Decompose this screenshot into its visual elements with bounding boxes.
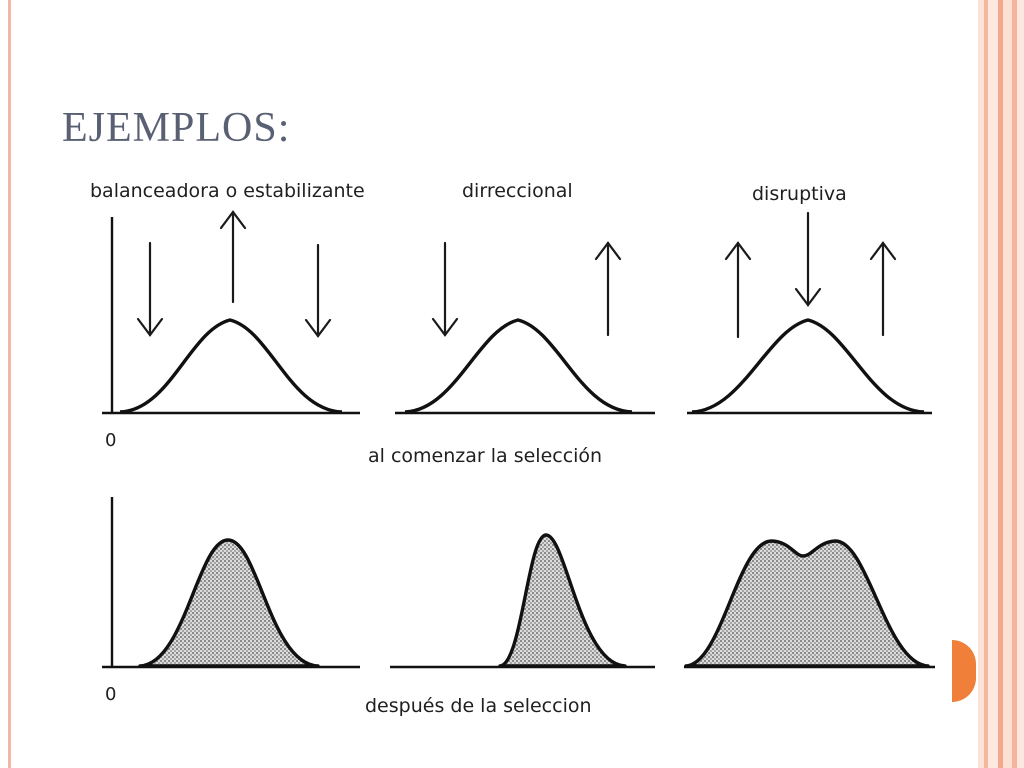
curve-directional-before bbox=[404, 318, 633, 414]
curve-directional-after bbox=[498, 533, 627, 668]
right-border-stripe bbox=[998, 0, 1003, 768]
curve-stabilizing-before bbox=[119, 318, 343, 414]
caption-before-selection: al comenzar la selección bbox=[368, 445, 602, 467]
left-border-line bbox=[8, 0, 11, 768]
arrow-down-icon bbox=[431, 241, 459, 337]
right-border-stripe bbox=[1012, 0, 1017, 768]
right-border-stripe bbox=[1003, 0, 1012, 768]
right-border-stripe bbox=[1017, 0, 1024, 768]
arrow-down-icon bbox=[304, 243, 332, 338]
right-border-stripe bbox=[978, 0, 984, 768]
curve-stabilizing-after bbox=[138, 538, 320, 668]
axis-origin-bottom: 0 bbox=[105, 684, 116, 705]
arrow-up-icon bbox=[869, 241, 897, 337]
label-directional: dirreccional bbox=[462, 180, 573, 202]
slide-title: EJEMPLOS: bbox=[62, 105, 291, 151]
label-stabilizing: balanceadora o estabilizante bbox=[90, 180, 365, 202]
arrow-down-icon bbox=[794, 211, 822, 307]
arrow-up-icon bbox=[219, 210, 247, 304]
arrow-up-icon bbox=[724, 241, 752, 339]
caption-after-selection: después de la seleccion bbox=[365, 695, 592, 717]
curve-disruptive-after bbox=[684, 539, 930, 668]
arrow-down-icon bbox=[136, 241, 164, 337]
curve-disruptive-before bbox=[691, 318, 925, 414]
top-axes bbox=[102, 217, 932, 415]
right-border-stripe bbox=[988, 0, 998, 768]
label-disruptive: disruptiva bbox=[752, 183, 847, 205]
right-border-stripe bbox=[984, 0, 988, 768]
axis-origin-top: 0 bbox=[105, 430, 116, 451]
arrow-up-icon bbox=[594, 241, 622, 337]
